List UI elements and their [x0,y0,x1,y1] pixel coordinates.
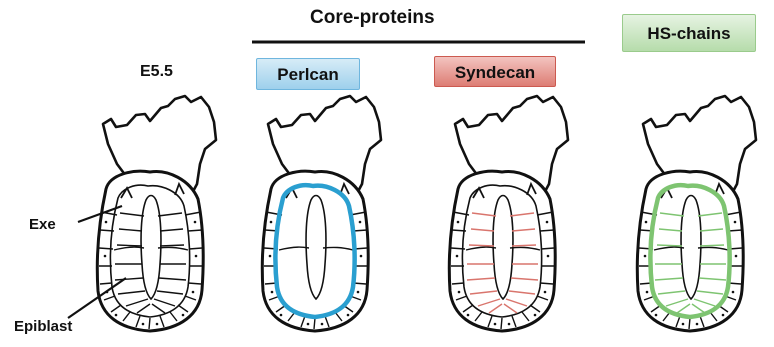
embryo-perlcan [262,96,381,331]
embryo-e55 [97,96,216,331]
embryo-hs-chains [637,96,756,331]
exe-label: Exe [29,216,56,233]
perlcan-tag: Perlcan [256,58,360,90]
hs-chains-tag: HS-chains [622,14,756,52]
stage-label-e55: E5.5 [140,63,173,81]
core-proteins-title: Core-proteins [310,7,435,29]
epiblast-label: Epiblast [14,318,72,335]
syndecan-tag: Syndecan [434,56,556,87]
embryo-syndecan [449,96,568,331]
